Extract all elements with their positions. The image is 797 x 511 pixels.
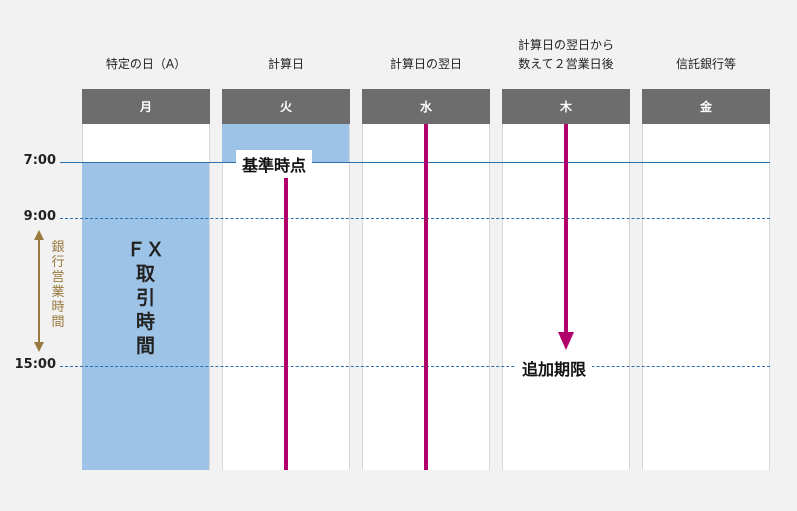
bank-hours-bracket-line	[38, 238, 40, 346]
deadline-arrow-line	[564, 124, 568, 334]
line-9-00	[60, 218, 770, 219]
day-box-wednesday: 水	[362, 89, 490, 124]
column-header-label: 計算日の翌日	[389, 57, 462, 71]
column-header-friday: 信託銀行等	[626, 20, 786, 80]
column-body-friday	[642, 124, 770, 470]
fx-trading-hours-text: ＦＸ 取 引 時 間	[126, 239, 165, 357]
column-header-label: 計算日	[267, 57, 304, 71]
fx-trading-hours-label: ＦＸ 取 引 時 間	[82, 238, 209, 358]
next-day-line	[424, 124, 428, 470]
additional-deadline-callout: 追加期限	[516, 354, 593, 382]
calc-day-line	[284, 178, 288, 470]
reference-time-callout: 基準時点	[236, 150, 313, 178]
time-label-7-00: 7:00	[23, 153, 56, 168]
day-box-friday: 金	[642, 89, 770, 124]
time-label-15-00: 15:00	[14, 357, 56, 372]
column-header-wednesday: 計算日の翌日	[346, 20, 506, 80]
column-header-label: 特定の日（A）	[105, 57, 187, 71]
line-7-00	[60, 162, 770, 163]
deadline-arrow-down-icon	[558, 332, 574, 350]
column-header-thursday: 計算日の翌日から 数えて２営業日後	[486, 20, 646, 80]
column-header-label: 計算日の翌日から 数えて２営業日後	[517, 38, 614, 71]
bank-hours-arrow-down-icon	[34, 342, 44, 352]
bank-hours-label: 銀 行 営 業 時 間	[50, 240, 66, 330]
bank-hours-arrow-up-icon	[34, 230, 44, 240]
column-header-tuesday: 計算日	[206, 20, 366, 80]
time-label-9-00: 9:00	[23, 209, 56, 224]
column-header-label: 信託銀行等	[675, 57, 736, 71]
fx-trading-hours-block	[82, 162, 209, 470]
column-header-monday: 特定の日（A）	[66, 20, 226, 80]
bank-hours-text: 銀 行 営 業 時 間	[51, 240, 65, 330]
day-box-tuesday: 火	[222, 89, 350, 124]
day-box-monday: 月	[82, 89, 210, 124]
line-15-00	[60, 366, 770, 367]
day-box-thursday: 木	[502, 89, 630, 124]
